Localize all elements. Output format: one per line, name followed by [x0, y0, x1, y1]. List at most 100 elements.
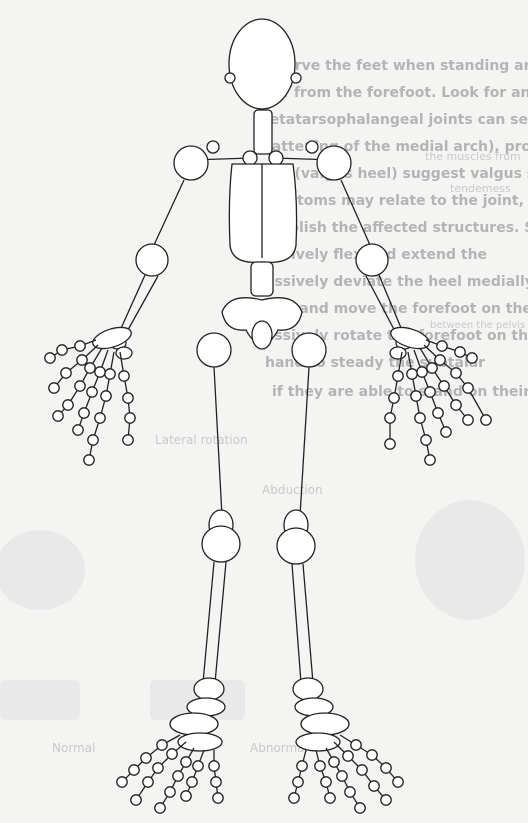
shoulder-joint-right [317, 146, 351, 180]
toe-right-3-joint [321, 777, 331, 787]
toe-left-1-joint [131, 795, 141, 805]
finger-right-1-joint [451, 368, 461, 378]
toe-left-0-joint [129, 765, 139, 775]
finger-left-2-joint [85, 363, 95, 373]
ankle-left-bone [194, 678, 224, 700]
toe-left-1-joint [153, 763, 163, 773]
toe-left-2-joint [165, 787, 175, 797]
finger-right-2-joint [463, 415, 473, 425]
femur-left [214, 367, 222, 516]
toe-left-4-joint [211, 777, 221, 787]
toe-left-3-joint [193, 761, 203, 771]
toe-right-1-joint [343, 751, 353, 761]
shoulder-joint-left [174, 146, 208, 180]
toe-right-0-joint [367, 750, 377, 760]
toe-left-1-joint [167, 749, 177, 759]
toe-right-0-joint [381, 763, 391, 773]
toe-right-1-joint [381, 795, 391, 805]
finger-right-0-joint [455, 347, 465, 357]
knee-joint-left [202, 526, 240, 562]
rib-cage [229, 164, 296, 262]
sternum-joint-right [269, 151, 283, 165]
finger-right-4-joint [421, 435, 431, 445]
wrist-left-bone [116, 347, 132, 359]
toe-left-3-joint [181, 791, 191, 801]
finger-right-3-joint [433, 408, 443, 418]
toe-right-4-joint [293, 777, 303, 787]
finger-right-5-joint [385, 413, 395, 423]
finger-left-5-joint [123, 435, 133, 445]
elbow-joint-right [356, 244, 388, 276]
wrist-right-bone [390, 347, 406, 359]
humerus-left [154, 180, 184, 245]
elbow-joint-left [136, 244, 168, 276]
finger-right-4-joint [415, 413, 425, 423]
hip-joint-right [292, 333, 326, 367]
sacrum-bone [252, 321, 272, 349]
tibia-right-a [292, 564, 301, 683]
toe-right-2-joint [345, 787, 355, 797]
toe-right-3-joint [315, 761, 325, 771]
toe-left-4-joint [209, 761, 219, 771]
toe-right-2-joint [337, 771, 347, 781]
tibia-left-a [203, 562, 214, 683]
tarsal-left-bone [170, 713, 218, 735]
toe-right-0-joint [393, 777, 403, 787]
finger-left-3-joint [95, 367, 105, 377]
humerus-right [341, 180, 370, 245]
finger-left-0-joint [75, 341, 85, 351]
finger-right-3-joint [425, 387, 435, 397]
finger-right-1-joint [481, 415, 491, 425]
tibia-right-b [303, 564, 313, 683]
metatarsal-left-bone [178, 733, 222, 751]
neck-spine-bone [254, 110, 272, 154]
finger-right-4-joint [425, 455, 435, 465]
toe-left-4-joint [213, 793, 223, 803]
finger-right-3-joint [417, 367, 427, 377]
sternum-joint-left [243, 151, 257, 165]
forearm-right-b [366, 276, 398, 337]
toe-right-2-joint [355, 803, 365, 813]
finger-left-1-joint [61, 368, 71, 378]
toe-left-2-joint [155, 803, 165, 813]
finger-right-4-joint [407, 369, 417, 379]
finger-right-4-joint [411, 391, 421, 401]
neck-joint-left [225, 73, 235, 83]
finger-left-2-joint [53, 411, 63, 421]
tibia-left-b [215, 562, 226, 683]
toe-right-1-joint [357, 765, 367, 775]
finger-left-5-joint [119, 371, 129, 381]
toe-right-1-joint [369, 781, 379, 791]
toe-left-0-joint [157, 740, 167, 750]
finger-right-1-joint [463, 383, 473, 393]
toe-left-0-joint [141, 753, 151, 763]
forearm-left-a [118, 275, 145, 335]
knee-joint-right [277, 528, 315, 564]
finger-right-2-joint [427, 363, 437, 373]
toe-left-2-joint [181, 757, 191, 767]
finger-left-3-joint [73, 425, 83, 435]
finger-left-5-joint [123, 393, 133, 403]
ankle-right-bone [293, 678, 323, 700]
finger-left-0-joint [57, 345, 67, 355]
metatarsal-right-bone [296, 733, 340, 751]
finger-left-4-joint [101, 391, 111, 401]
toe-right-0-joint [351, 740, 361, 750]
finger-left-3-joint [79, 408, 89, 418]
finger-right-1-joint [435, 355, 445, 365]
finger-left-1-joint [49, 383, 59, 393]
extremities-group [45, 323, 491, 813]
finger-left-1-joint [77, 355, 87, 365]
clavicle-joint-left [207, 141, 219, 153]
toe-right-4-joint [297, 761, 307, 771]
finger-left-5-joint [125, 413, 135, 423]
finger-right-2-joint [451, 400, 461, 410]
skull-bone [229, 19, 295, 109]
toe-left-3-joint [187, 777, 197, 787]
neck-joint-right [291, 73, 301, 83]
toe-right-2-joint [329, 757, 339, 767]
finger-left-4-joint [105, 369, 115, 379]
finger-left-4-joint [95, 413, 105, 423]
